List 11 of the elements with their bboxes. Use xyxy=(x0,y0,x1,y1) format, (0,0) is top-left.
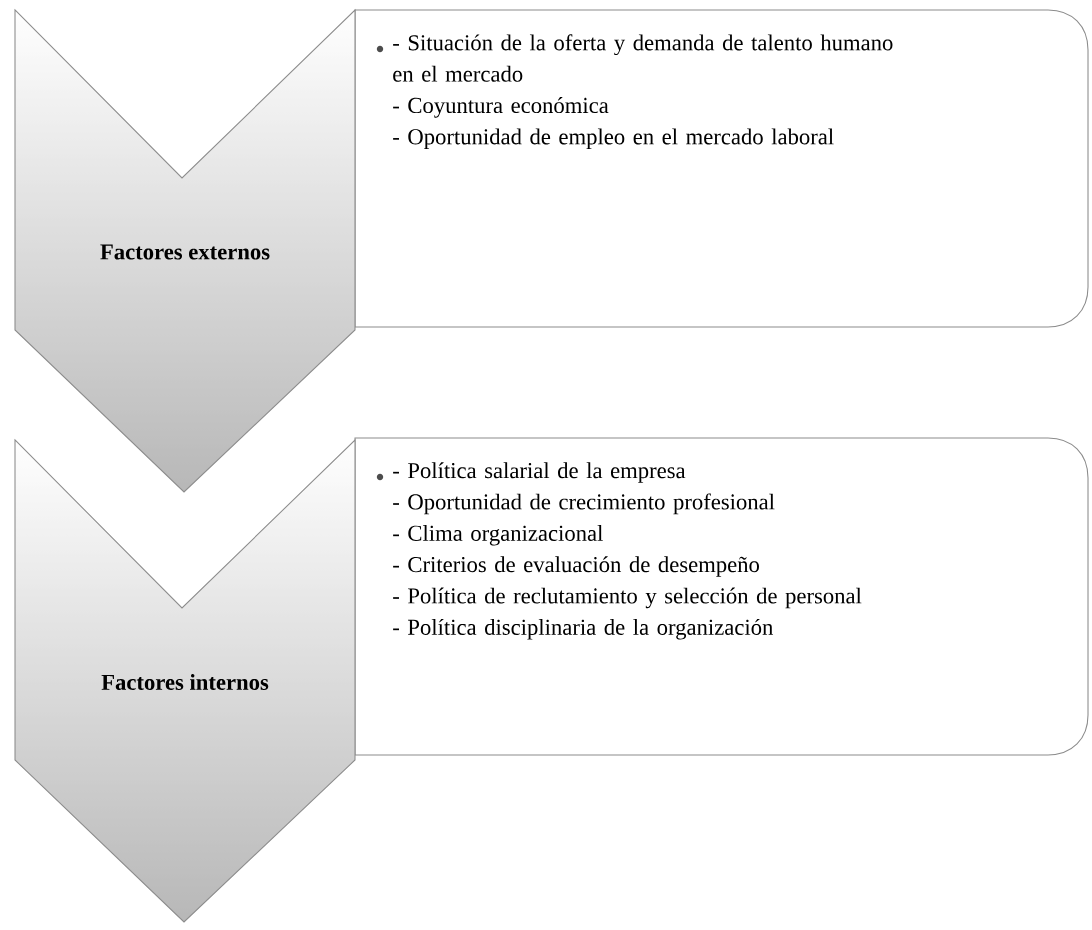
list-box xyxy=(354,437,1089,756)
list-item: - Clima organizacional xyxy=(393,524,603,546)
list-box xyxy=(354,9,1089,328)
list-item: - Política salarial de la empresa xyxy=(393,462,686,483)
list-item: - Oportunidad de empleo en el mercado laboral xyxy=(393,128,834,150)
list-item: - Política disciplinaria de la organización xyxy=(393,618,774,640)
list-item: - Situación de la oferta y demanda de talento humano en el mercado xyxy=(393,34,893,82)
list-item: - Coyuntura económica xyxy=(393,97,609,118)
list-item: - Criterios de evaluación de desempeño xyxy=(393,556,759,577)
list-item: - Política de reclutamiento y selección de personal xyxy=(393,587,862,609)
list-item: - Oportunidad de crecimiento profesional xyxy=(393,493,775,515)
